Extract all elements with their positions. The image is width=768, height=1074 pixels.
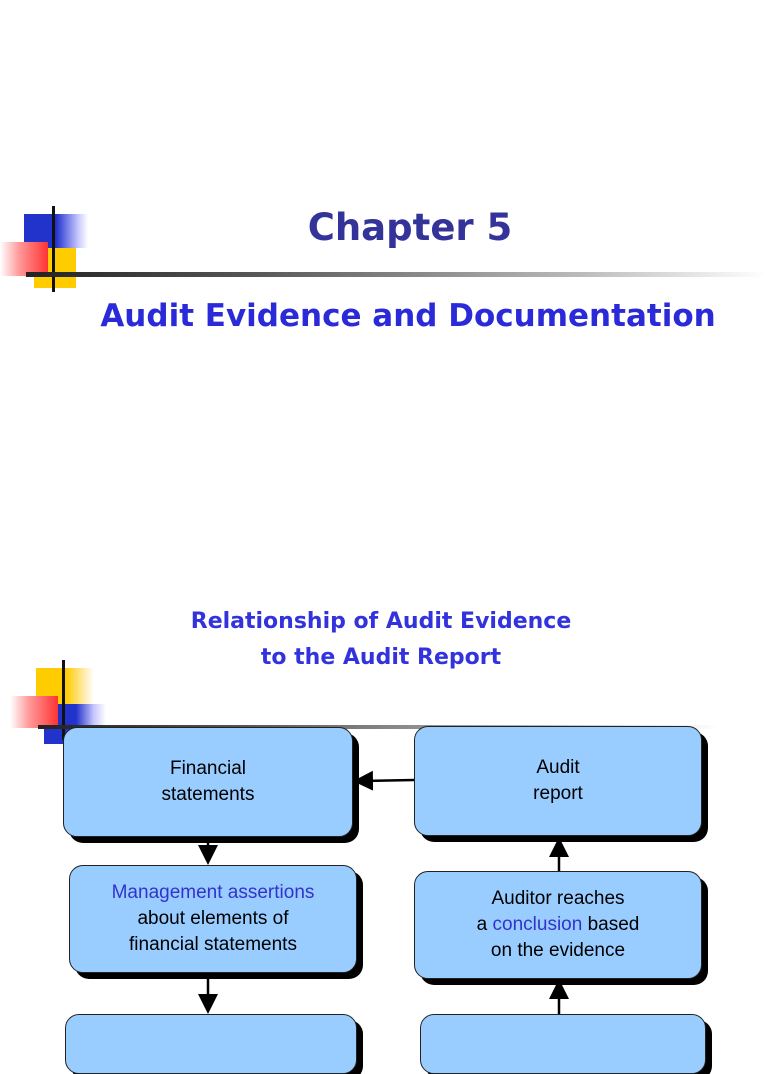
audit-report-box: Audit report (414, 726, 702, 836)
box-text: Auditor reaches (491, 888, 625, 909)
box-text: about elements of (137, 908, 289, 929)
page-title: Chapter 5 (307, 206, 513, 249)
diagram-title: Relationship of Audit Evidence to the Au… (0, 604, 762, 676)
highlight-text: Management assertions (111, 882, 315, 903)
financial-statements-box: Financial statements (63, 727, 353, 837)
box-text: statements (161, 784, 255, 805)
title-divider (38, 725, 718, 729)
box-text: based (582, 914, 640, 935)
box-text: on the evidence (490, 940, 626, 961)
diagram-title-line-2: to the Audit Report (260, 645, 502, 670)
title-divider (26, 272, 766, 277)
box-text-line: a conclusion based (477, 912, 640, 938)
box-text: financial statements (129, 934, 297, 955)
page-subtitle: Audit Evidence and Documentation (100, 298, 716, 334)
slide-1: Chapter 5 Audit Evidence and Documentati… (0, 200, 766, 334)
box-text: Audit (536, 757, 580, 778)
highlight-text: conclusion (492, 914, 583, 935)
box-text: a (476, 914, 493, 935)
connector-arrows (198, 770, 569, 1014)
box-text: Financial (169, 758, 247, 779)
box-text: report (533, 783, 583, 804)
diagram-title-line-1: Relationship of Audit Evidence (190, 609, 572, 634)
slide-2: Relationship of Audit Evidence to the Au… (0, 560, 768, 1074)
arrow-report-to-statements (353, 770, 415, 791)
management-assertions-box: Management assertions about elements of … (69, 865, 357, 973)
corner-decoration (0, 200, 100, 300)
auditor-conclusion-box: Auditor reaches a conclusion based on th… (414, 871, 702, 979)
